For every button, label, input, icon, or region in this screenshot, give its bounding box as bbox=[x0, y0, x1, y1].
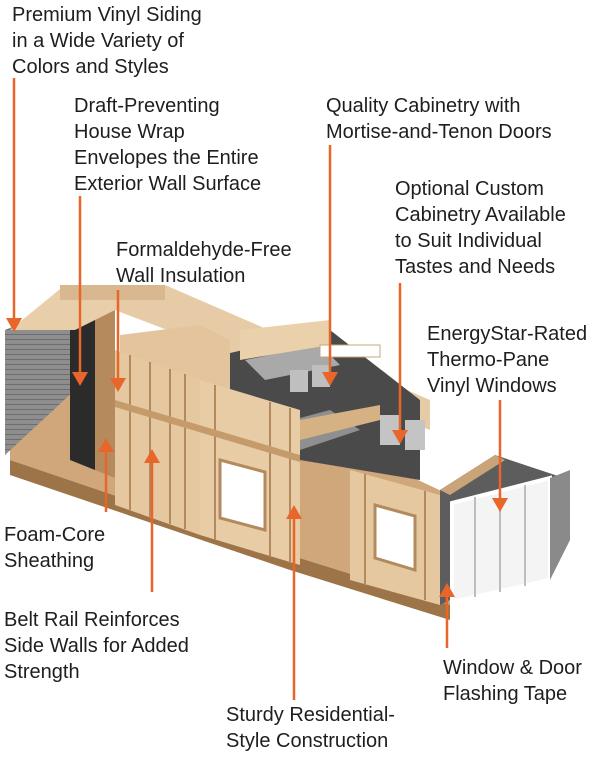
end-wall-far bbox=[550, 470, 570, 580]
callout-line: Quality Cabinetry with bbox=[326, 95, 521, 117]
partition-wall-2 bbox=[240, 320, 330, 360]
callout-line: Belt Rail Reinforces bbox=[4, 609, 180, 631]
wall-studs bbox=[129, 355, 426, 600]
roof-edge bbox=[60, 285, 165, 300]
callout-line: Foam-Core bbox=[4, 524, 106, 546]
callout-line: Wall Insulation bbox=[116, 265, 246, 287]
cabinet-door-2 bbox=[312, 365, 330, 387]
callout-cabinetry: Quality Cabinetry with Mortise-and-Tenon… bbox=[326, 93, 552, 145]
cabinet-door-4 bbox=[405, 420, 425, 450]
arrow-custom-cabinetry bbox=[392, 283, 408, 444]
callout-line: Draft-Preventing bbox=[74, 95, 220, 117]
callout-line: Strength bbox=[4, 661, 80, 683]
belt-rail bbox=[115, 400, 300, 462]
callout-line: Sheathing bbox=[4, 550, 95, 572]
callout-vinyl-siding: Premium Vinyl Siding in a Wide Variety o… bbox=[12, 2, 202, 80]
callout-custom-cabinetry: Optional Custom Cabinetry Available to S… bbox=[395, 176, 566, 280]
window-opening-1 bbox=[218, 458, 267, 532]
callout-line: Envelopes the Entire bbox=[74, 147, 259, 169]
cabinet-door-3 bbox=[380, 415, 400, 445]
callout-line: in a Wide Variety of bbox=[12, 30, 184, 52]
callout-line: Exterior Wall Surface bbox=[74, 173, 262, 195]
arrow-construction bbox=[286, 505, 302, 700]
arrow-belt-rail bbox=[144, 449, 160, 592]
callout-line: Premium Vinyl Siding bbox=[12, 4, 202, 26]
arrow-sheathing bbox=[98, 438, 114, 512]
callout-line: to Suit Individual bbox=[395, 230, 542, 252]
callout-line: Vinyl Windows bbox=[427, 375, 557, 397]
arrow-vinyl-siding bbox=[6, 78, 22, 332]
callout-line: Flashing Tape bbox=[443, 683, 568, 705]
window-opening-2 bbox=[373, 503, 417, 573]
callout-windows: EnergyStar-Rated Thermo-Pane Vinyl Windo… bbox=[427, 321, 587, 399]
callout-line: Cabinetry Available bbox=[395, 204, 566, 226]
callout-line: Thermo-Pane bbox=[427, 349, 550, 371]
callout-flashing-tape: Window & Door Flashing Tape bbox=[443, 655, 582, 707]
arrow-insulation bbox=[110, 290, 126, 392]
callout-construction: Sturdy Residential- Style Construction bbox=[226, 702, 395, 754]
callout-line: Style Construction bbox=[226, 730, 389, 752]
arrow-house-wrap bbox=[72, 196, 88, 386]
callout-line: Window & Door bbox=[443, 657, 582, 679]
callout-line: Mortise-and-Tenon Doors bbox=[326, 121, 552, 143]
callout-line: Colors and Styles bbox=[12, 56, 169, 78]
arrow-cabinetry bbox=[322, 145, 338, 386]
cabinet-door bbox=[290, 370, 308, 392]
callout-line: House Wrap bbox=[74, 121, 185, 143]
arrow-windows bbox=[492, 400, 508, 512]
callout-line: Sturdy Residential- bbox=[226, 704, 395, 726]
callout-line: Side Walls for Added bbox=[4, 635, 189, 657]
end-wall-top bbox=[440, 455, 505, 495]
callout-insulation: Formaldehyde-Free Wall Insulation bbox=[116, 237, 292, 289]
clerestory-window bbox=[319, 344, 381, 358]
callout-sheathing: Foam-Core Sheathing bbox=[4, 522, 105, 574]
front-wall-left bbox=[115, 350, 200, 535]
callout-house-wrap: Draft-Preventing House Wrap Envelopes th… bbox=[74, 93, 261, 197]
callout-line: Optional Custom bbox=[395, 178, 544, 200]
siding-wall bbox=[5, 300, 75, 455]
callout-line: Tastes and Needs bbox=[395, 256, 556, 278]
partition-wall-3 bbox=[300, 405, 380, 440]
callout-belt-rail: Belt Rail Reinforces Side Walls for Adde… bbox=[4, 607, 189, 685]
arrow-flashing-tape bbox=[439, 583, 455, 648]
house-wrap-layer bbox=[70, 318, 95, 470]
callout-line: Formaldehyde-Free bbox=[116, 239, 292, 261]
kitchen-cabinet-upper bbox=[245, 345, 340, 380]
foam-sheathing-layer bbox=[95, 310, 115, 478]
callout-line: EnergyStar-Rated bbox=[427, 323, 588, 345]
